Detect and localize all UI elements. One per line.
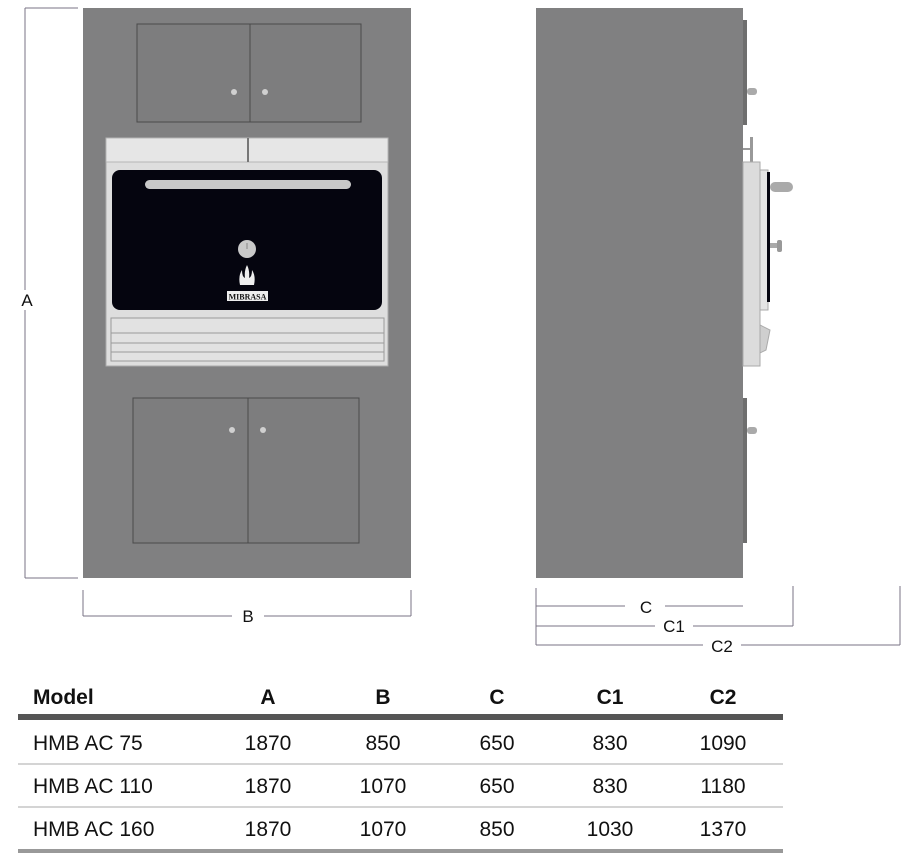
table-cell: 830 bbox=[592, 732, 627, 755]
door-knob-icon bbox=[229, 427, 235, 433]
upper-cabinet-doors bbox=[136, 23, 362, 123]
flame-logo-icon bbox=[239, 265, 255, 285]
door-knob-icon bbox=[262, 89, 268, 95]
column-header-a: A bbox=[260, 686, 275, 709]
oven: MIBRASA bbox=[105, 137, 389, 367]
table-cell: HMB AC 160 bbox=[33, 818, 154, 841]
column-header-c: C bbox=[489, 686, 504, 709]
dimension-label-a: A bbox=[21, 291, 33, 310]
table-cell: 1180 bbox=[700, 775, 745, 798]
column-header-b: B bbox=[375, 686, 390, 709]
door-knob-icon bbox=[747, 427, 757, 434]
brand-logo-text: MIBRASA bbox=[229, 293, 267, 302]
table-cell: 1070 bbox=[360, 775, 407, 798]
side-view bbox=[536, 8, 793, 578]
door-knob-icon bbox=[260, 427, 266, 433]
door-knob-icon bbox=[747, 88, 757, 95]
oven-grille bbox=[110, 317, 385, 362]
dimensions-table: Model A B C C1 C2 HMB AC 75 1870 850 650… bbox=[18, 686, 783, 853]
lower-cabinet-doors bbox=[132, 397, 360, 544]
front-view: MIBRASA bbox=[83, 8, 411, 578]
table-cell: 1870 bbox=[245, 732, 292, 755]
table-cell: HMB AC 75 bbox=[33, 732, 143, 755]
table-row: HMB AC 160 1870 1070 850 1030 1370 bbox=[33, 818, 746, 841]
dimension-label-c1: C1 bbox=[663, 617, 685, 636]
table-cell: 830 bbox=[592, 775, 627, 798]
column-header-c1: C1 bbox=[597, 686, 624, 709]
table-cell: 1070 bbox=[360, 818, 407, 841]
dimension-label-c: C bbox=[640, 598, 652, 617]
oven-handle-side bbox=[770, 182, 793, 192]
column-header-c2: C2 bbox=[710, 686, 737, 709]
cabinet-side bbox=[536, 8, 743, 578]
table-header: Model A B C C1 C2 bbox=[33, 686, 736, 709]
table-cell: HMB AC 110 bbox=[33, 775, 153, 798]
column-header-model: Model bbox=[33, 686, 94, 709]
dimension-label-b: B bbox=[242, 607, 253, 626]
dimension-label-c2: C2 bbox=[711, 637, 733, 656]
door-knob-icon bbox=[231, 89, 237, 95]
table-row: HMB AC 110 1870 1070 650 830 1180 bbox=[33, 775, 746, 798]
dimension-c-lines bbox=[535, 586, 901, 646]
table-cell: 650 bbox=[479, 732, 514, 755]
oven-handle bbox=[145, 180, 351, 189]
table-cell: 850 bbox=[365, 732, 400, 755]
table-cell: 850 bbox=[479, 818, 514, 841]
table-cell: 1370 bbox=[700, 818, 747, 841]
table-cell: 1090 bbox=[700, 732, 747, 755]
table-cell: 650 bbox=[479, 775, 514, 798]
oven-knob-icon bbox=[777, 240, 782, 252]
table-row: HMB AC 75 1870 850 650 830 1090 bbox=[33, 732, 746, 755]
table-cell: 1030 bbox=[587, 818, 634, 841]
dimension-b bbox=[82, 590, 412, 617]
table-cell: 1870 bbox=[245, 818, 292, 841]
header-divider bbox=[18, 714, 783, 720]
brand-logo bbox=[227, 291, 268, 301]
table-cell: 1870 bbox=[245, 775, 292, 798]
table-bottom-border bbox=[18, 849, 783, 853]
